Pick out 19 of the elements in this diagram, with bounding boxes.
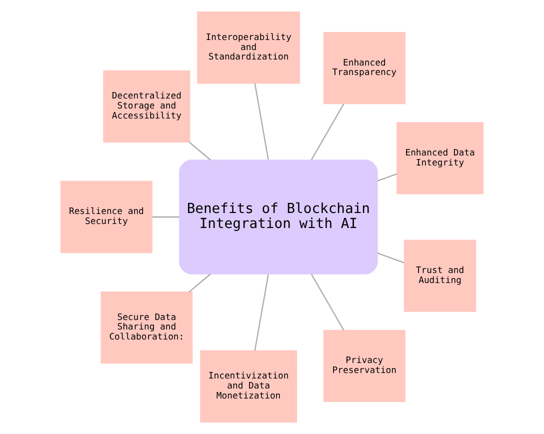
node-box: Privacy Preservation	[323, 330, 406, 402]
node-box: Enhanced Transparency	[323, 32, 406, 104]
node-box: Decentralized Storage and Accessibility	[103, 70, 190, 143]
connector	[188, 273, 211, 292]
node-box: Benefits of Blockchain Integration with AI	[179, 160, 378, 274]
connector	[377, 173, 398, 182]
node-box: Enhanced Data Integrity	[396, 122, 484, 194]
connector	[188, 142, 211, 161]
connector	[254, 274, 269, 351]
node-box: Resilience and Security	[60, 180, 152, 254]
connector	[310, 103, 344, 160]
node-box: Incentivization and Data Monetization	[200, 350, 298, 422]
node-box: Trust and Auditing	[404, 240, 476, 312]
connector	[254, 83, 269, 160]
connector	[152, 216, 180, 218]
connector	[377, 252, 404, 264]
connector	[310, 274, 344, 331]
node-box: Secure Data Sharing and Collaboration:	[100, 291, 193, 364]
node-box: Interoperability and Standardization	[197, 12, 300, 84]
